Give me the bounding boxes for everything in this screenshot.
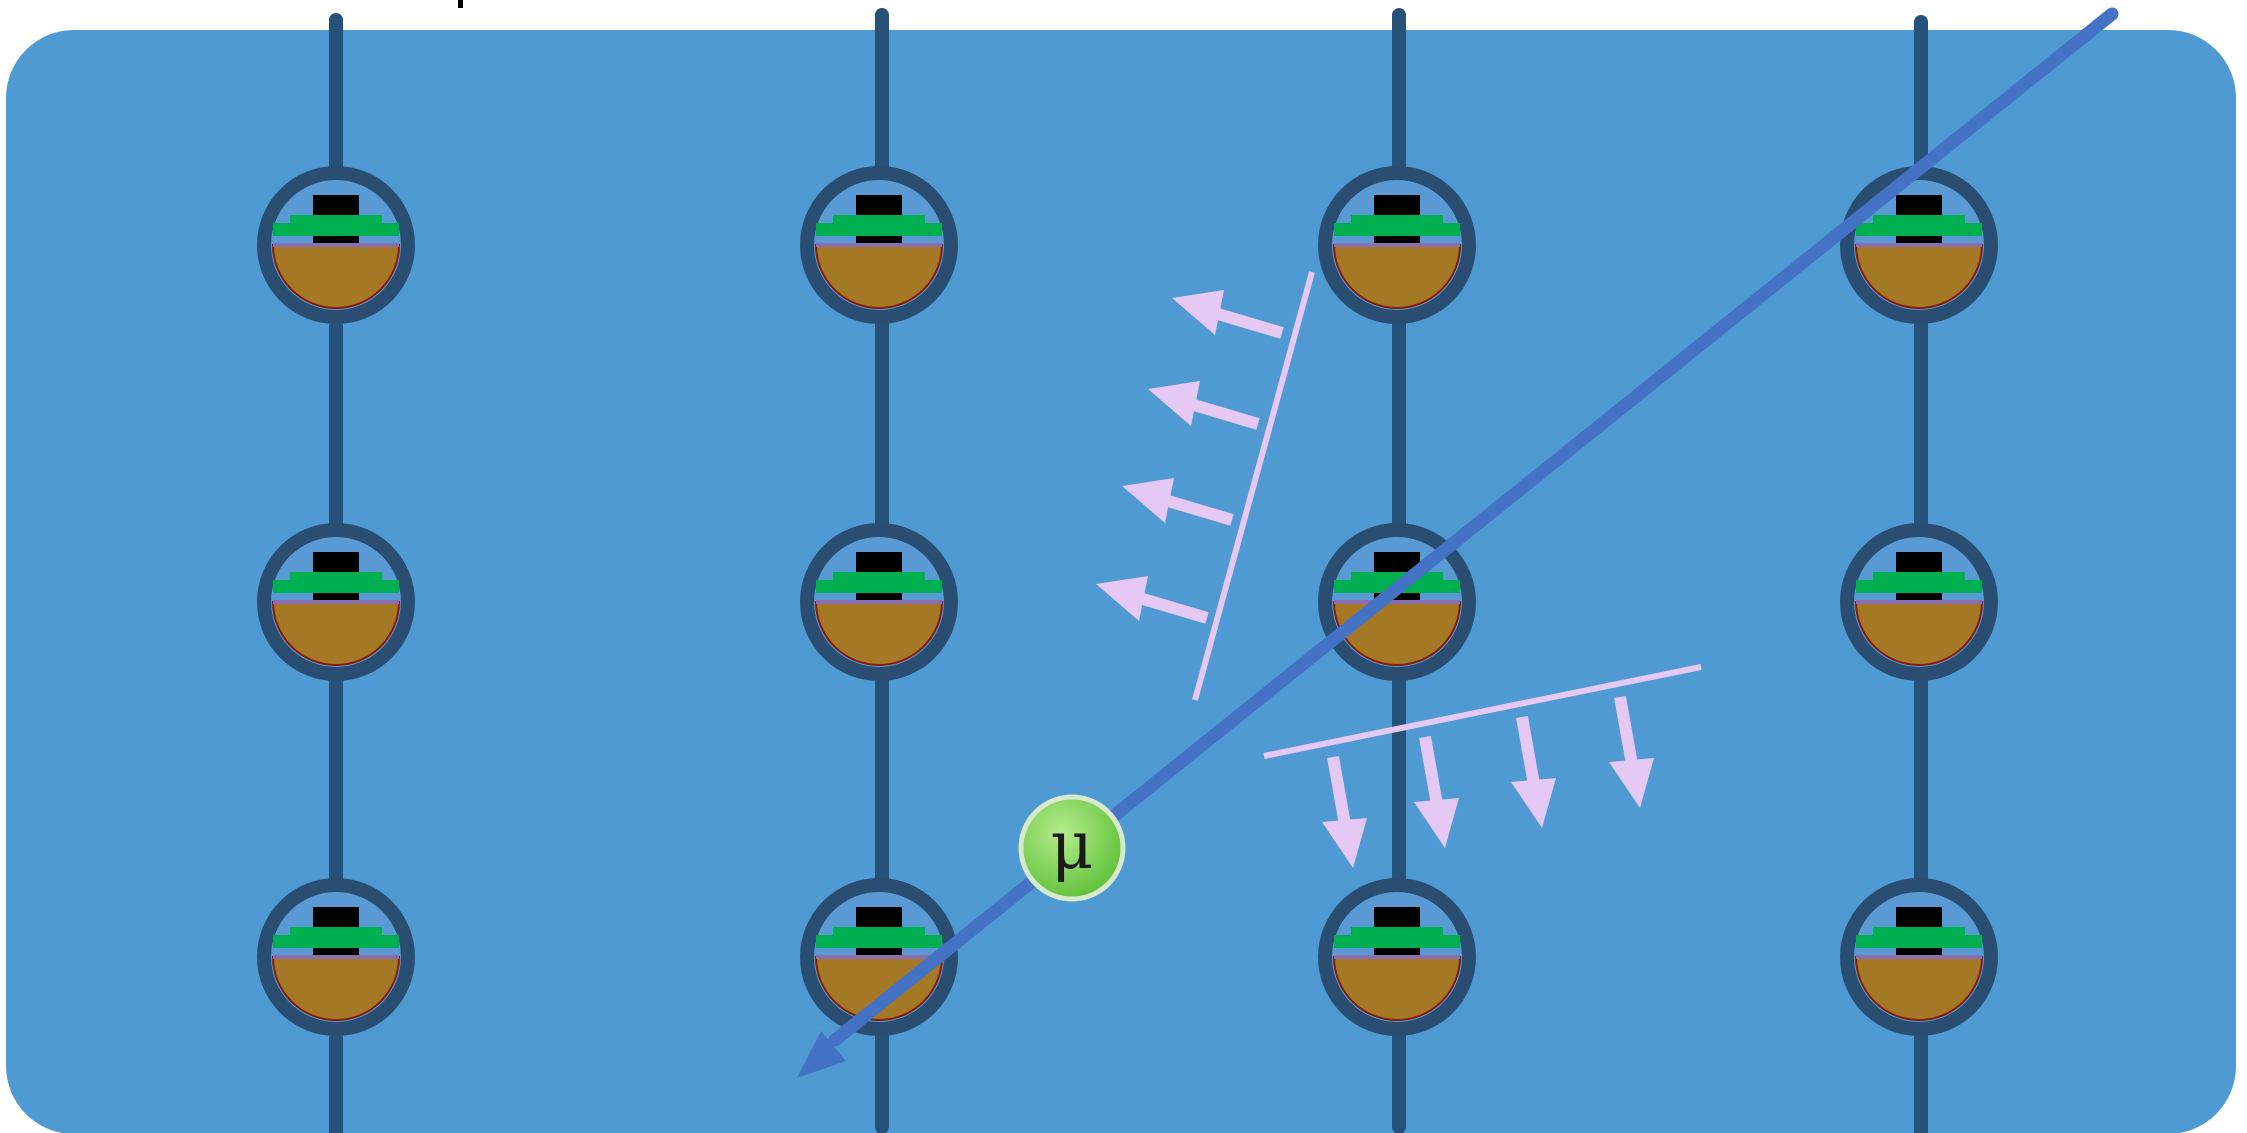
pmt-hemisphere bbox=[1854, 244, 1984, 309]
optical-module bbox=[1318, 166, 1476, 324]
pmt-hemisphere bbox=[271, 244, 401, 309]
pmt-hemisphere bbox=[1332, 244, 1462, 309]
cable-connector bbox=[313, 593, 359, 600]
electronics-board bbox=[273, 223, 399, 236]
optical-module bbox=[1840, 166, 1998, 324]
cable-connector bbox=[1896, 593, 1942, 600]
muon-label: μ bbox=[1051, 807, 1094, 884]
light-arrow-icon bbox=[1511, 715, 1556, 828]
cable-connector bbox=[856, 593, 902, 600]
electronics-board bbox=[1351, 927, 1443, 937]
cherenkov-wavefront bbox=[1192, 271, 1315, 701]
cable-connector bbox=[856, 236, 902, 243]
electronics-board bbox=[273, 935, 399, 948]
module-seal bbox=[816, 600, 942, 604]
electronics-board bbox=[816, 935, 942, 948]
electronics-board bbox=[816, 223, 942, 236]
light-arrow-icon bbox=[1096, 576, 1209, 624]
optical-modules bbox=[257, 166, 1998, 1036]
cable-connector bbox=[1896, 195, 1942, 215]
module-seal bbox=[816, 243, 942, 247]
pmt-hemisphere bbox=[1854, 601, 1984, 666]
cable-connector bbox=[313, 948, 359, 955]
electronics-board bbox=[290, 927, 382, 937]
cable-connector bbox=[1896, 907, 1942, 927]
electronics-board bbox=[1351, 572, 1443, 582]
light-arrow-icon bbox=[1414, 735, 1459, 848]
module-seal bbox=[1334, 955, 1460, 959]
electronics-board bbox=[816, 580, 942, 593]
electronics-board bbox=[833, 927, 925, 937]
module-seal bbox=[273, 243, 399, 247]
cable-connector bbox=[1374, 195, 1420, 215]
cable-connector bbox=[313, 552, 359, 572]
optical-module bbox=[1840, 878, 1998, 1036]
cable-connector bbox=[1374, 552, 1420, 572]
module-seal bbox=[1856, 955, 1982, 959]
electronics-board bbox=[1334, 935, 1460, 948]
pmt-hemisphere bbox=[814, 601, 944, 666]
cherenkov-light-front-right bbox=[1263, 664, 1702, 868]
optical-module bbox=[1318, 878, 1476, 1036]
cable-connector bbox=[1374, 236, 1420, 243]
cable-connector bbox=[856, 195, 902, 215]
light-arrow-icon bbox=[1172, 290, 1284, 339]
light-arrow-icon bbox=[1122, 478, 1234, 526]
top-edge-mark bbox=[458, 0, 463, 8]
optical-module bbox=[800, 166, 958, 324]
electronics-board bbox=[1873, 572, 1965, 582]
light-arrow-icon bbox=[1609, 695, 1654, 808]
optical-module bbox=[257, 878, 415, 1036]
electronics-board bbox=[1873, 215, 1965, 225]
optical-module bbox=[257, 166, 415, 324]
cherenkov-light-front-left bbox=[1096, 271, 1315, 701]
muon-track-arrowhead-icon bbox=[797, 1031, 846, 1078]
electronics-board bbox=[290, 572, 382, 582]
module-seal bbox=[1856, 600, 1982, 604]
electronics-board bbox=[1873, 927, 1965, 937]
electronics-board bbox=[290, 215, 382, 225]
cable-connector bbox=[1896, 948, 1942, 955]
electronics-board bbox=[273, 580, 399, 593]
optical-module bbox=[800, 523, 958, 681]
optical-module bbox=[257, 523, 415, 681]
optical-module bbox=[800, 878, 958, 1036]
cable-connector bbox=[313, 195, 359, 215]
light-arrow-icon bbox=[1148, 381, 1260, 430]
module-seal bbox=[1334, 243, 1460, 247]
electronics-board bbox=[1856, 223, 1982, 236]
electronics-board bbox=[833, 215, 925, 225]
cherenkov-wavefront bbox=[1263, 664, 1702, 759]
pmt-hemisphere bbox=[1332, 956, 1462, 1021]
muon-badge bbox=[1018, 794, 1126, 902]
cable-connector bbox=[856, 552, 902, 572]
module-seal bbox=[1856, 243, 1982, 247]
light-arrow-icon bbox=[1322, 755, 1367, 868]
electronics-board bbox=[1351, 215, 1443, 225]
cable-connector bbox=[313, 907, 359, 927]
muon-particle: μ bbox=[1018, 794, 1126, 902]
electronics-board bbox=[1856, 580, 1982, 593]
electronics-board bbox=[1334, 223, 1460, 236]
cable-connector bbox=[1896, 552, 1942, 572]
cable-connector bbox=[1374, 948, 1420, 955]
pmt-hemisphere bbox=[814, 244, 944, 309]
module-seal bbox=[273, 600, 399, 604]
cable-connector bbox=[1896, 236, 1942, 243]
pmt-hemisphere bbox=[271, 956, 401, 1021]
electronics-board bbox=[833, 572, 925, 582]
pmt-hemisphere bbox=[271, 601, 401, 666]
cable-connector bbox=[856, 948, 902, 955]
module-seal bbox=[816, 955, 942, 959]
pmt-hemisphere bbox=[1854, 956, 1984, 1021]
module-seal bbox=[273, 955, 399, 959]
module-seal bbox=[1334, 600, 1460, 604]
optical-module bbox=[1840, 523, 1998, 681]
cable-connector bbox=[856, 907, 902, 927]
cable-connector bbox=[1374, 907, 1420, 927]
cable-connector bbox=[313, 236, 359, 243]
electronics-board bbox=[1856, 935, 1982, 948]
